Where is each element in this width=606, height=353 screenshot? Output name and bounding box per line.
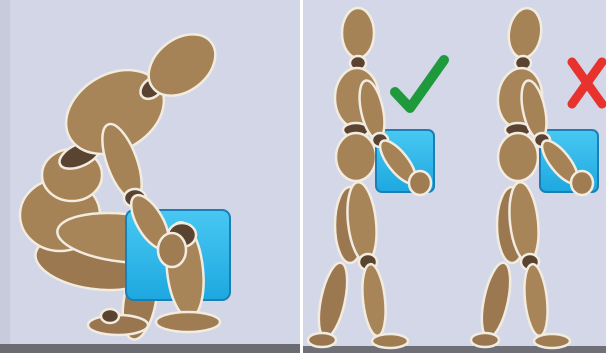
squat-ankle: [101, 309, 119, 323]
correct-front-foot: [372, 334, 408, 348]
incorrect-hand: [571, 171, 593, 195]
correct-back-foot: [308, 333, 336, 347]
correct-hand: [409, 171, 431, 195]
left-floor-band: [0, 344, 300, 353]
correct-pelvis: [336, 133, 376, 181]
squat-front-foot: [156, 312, 220, 332]
squat-hand: [158, 233, 186, 267]
panel-divider: [300, 0, 303, 353]
left-frame-edge: [0, 0, 10, 344]
incorrect-back-foot: [471, 333, 499, 347]
incorrect-front-foot: [534, 334, 570, 348]
incorrect-pelvis: [498, 133, 538, 181]
correct-head: [342, 8, 374, 58]
